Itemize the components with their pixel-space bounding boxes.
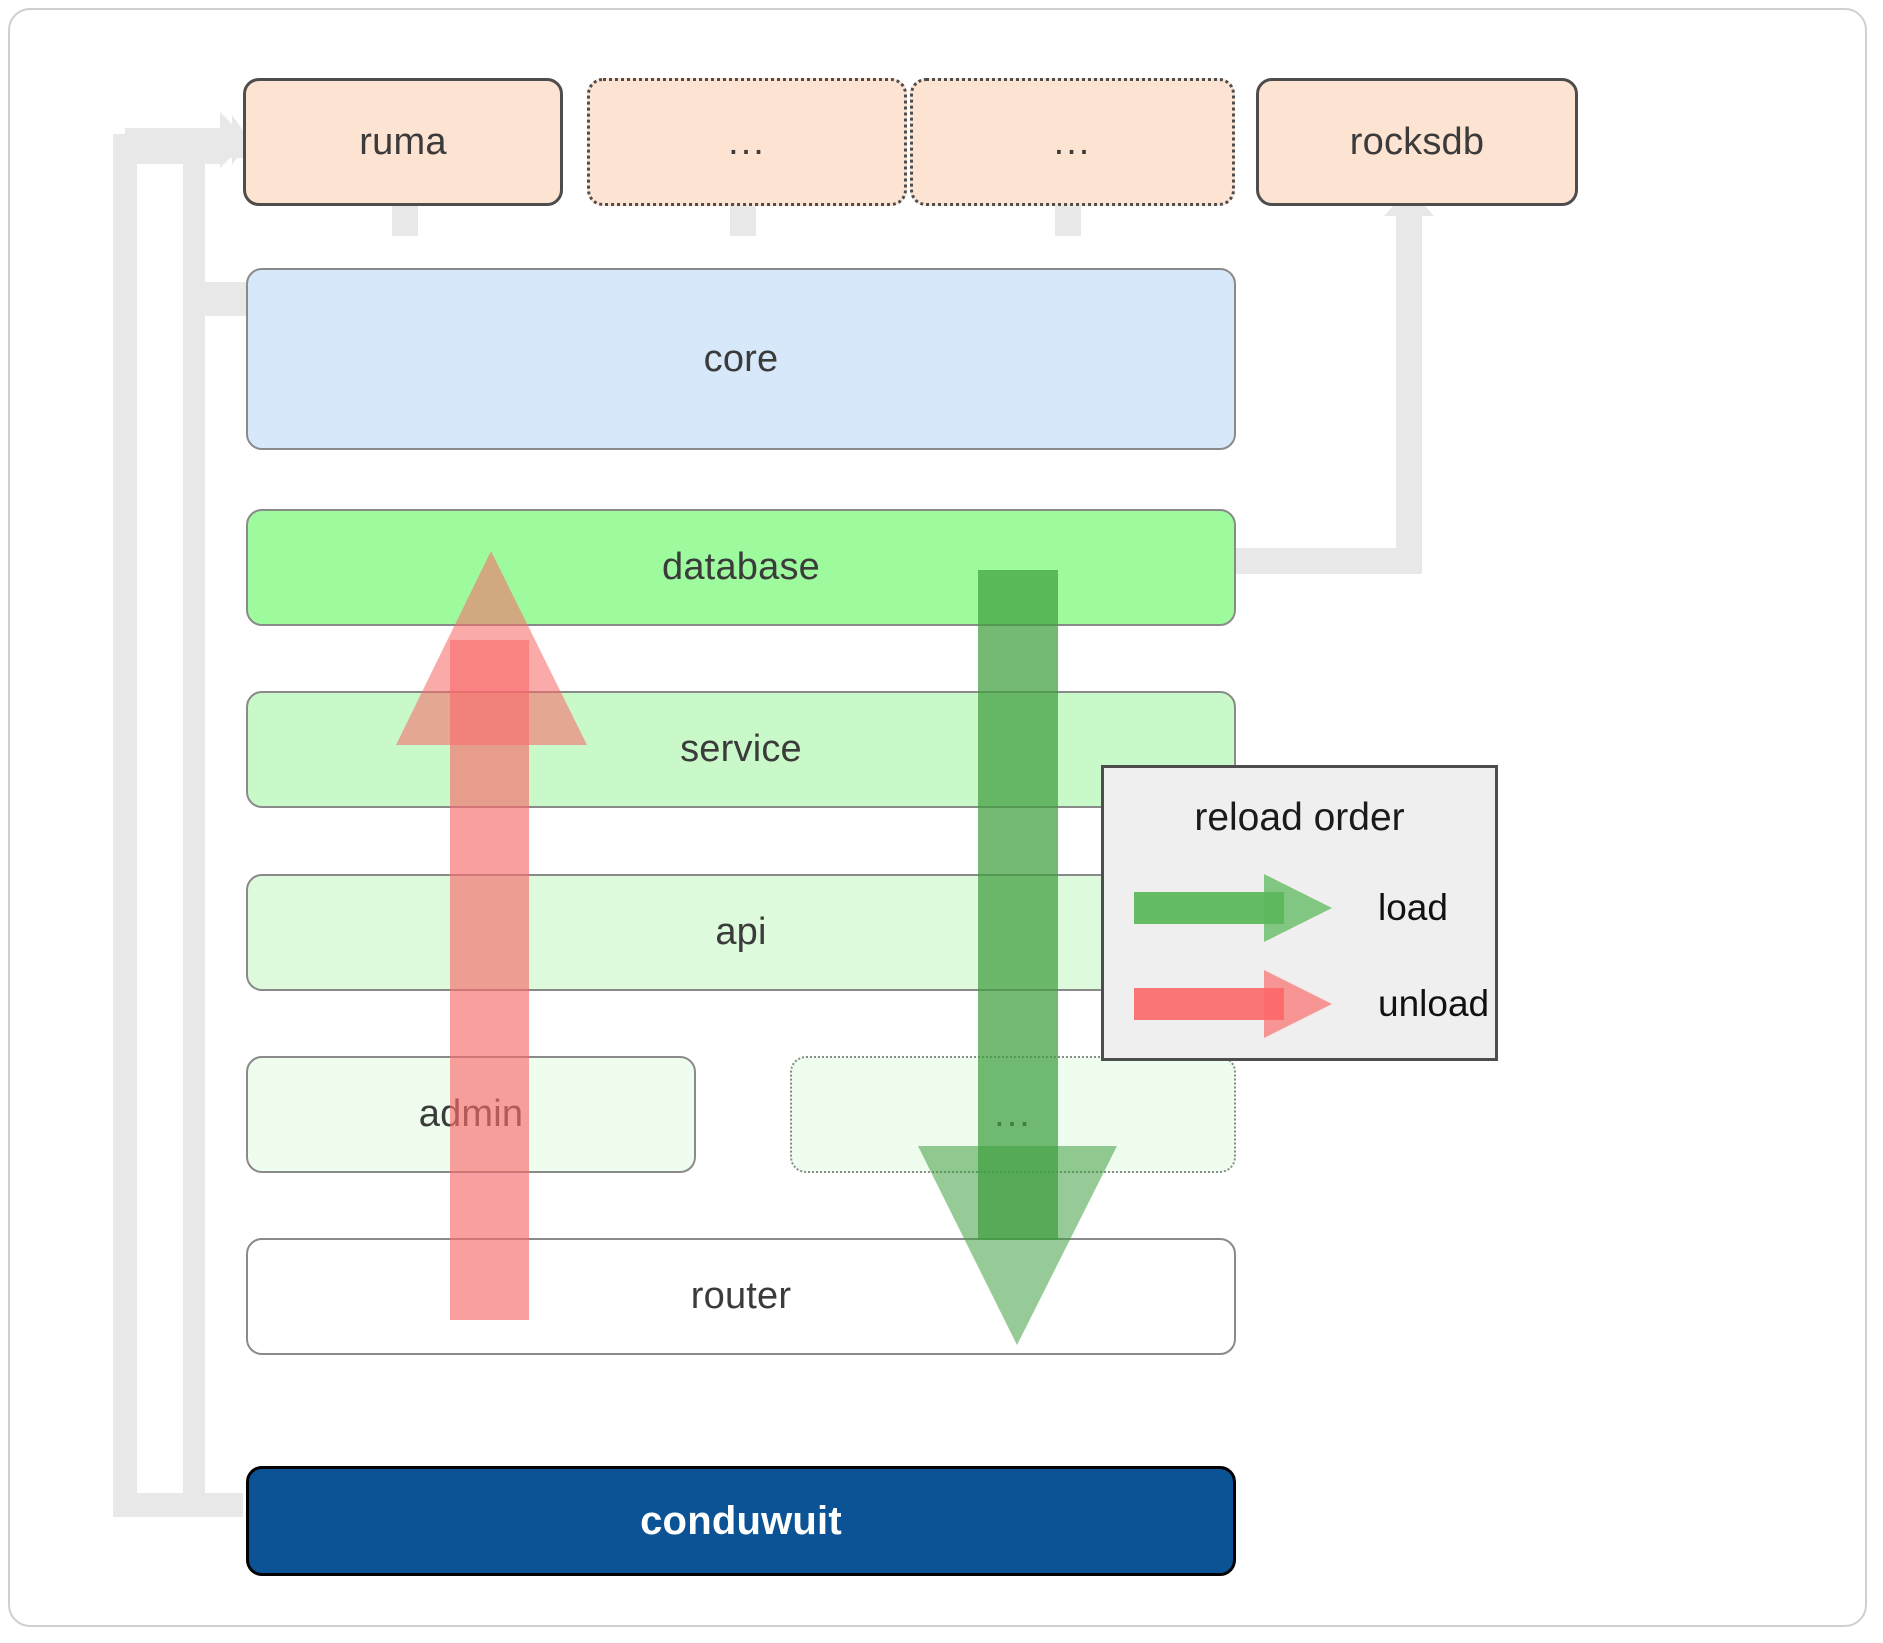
flow-arrow-unload	[396, 551, 587, 1320]
legend-swatch-unload	[1134, 964, 1354, 1044]
layer-box-api[interactable]: api	[246, 874, 1236, 991]
dependency-box-ellipsis-2[interactable]: ...	[910, 78, 1235, 206]
legend-label-unload: unload	[1378, 983, 1490, 1024]
connector-database-to-rocksdb	[1230, 188, 1434, 574]
legend-swatch-load	[1134, 868, 1354, 948]
flow-arrow-load	[918, 570, 1117, 1345]
legend-title: reload order	[1194, 796, 1405, 839]
layer-box-service[interactable]: service	[246, 691, 1236, 808]
legend-panel: reload order load unload	[1101, 765, 1498, 1061]
dependency-box-ruma[interactable]: ruma	[243, 78, 563, 206]
legend-row-load: load	[1104, 868, 1495, 948]
layer-box-core[interactable]: core	[246, 268, 1236, 450]
legend-row-unload: unload	[1104, 964, 1495, 1044]
legend-label-load: load	[1378, 887, 1448, 928]
dependency-box-ellipsis-1[interactable]: ...	[587, 78, 907, 206]
